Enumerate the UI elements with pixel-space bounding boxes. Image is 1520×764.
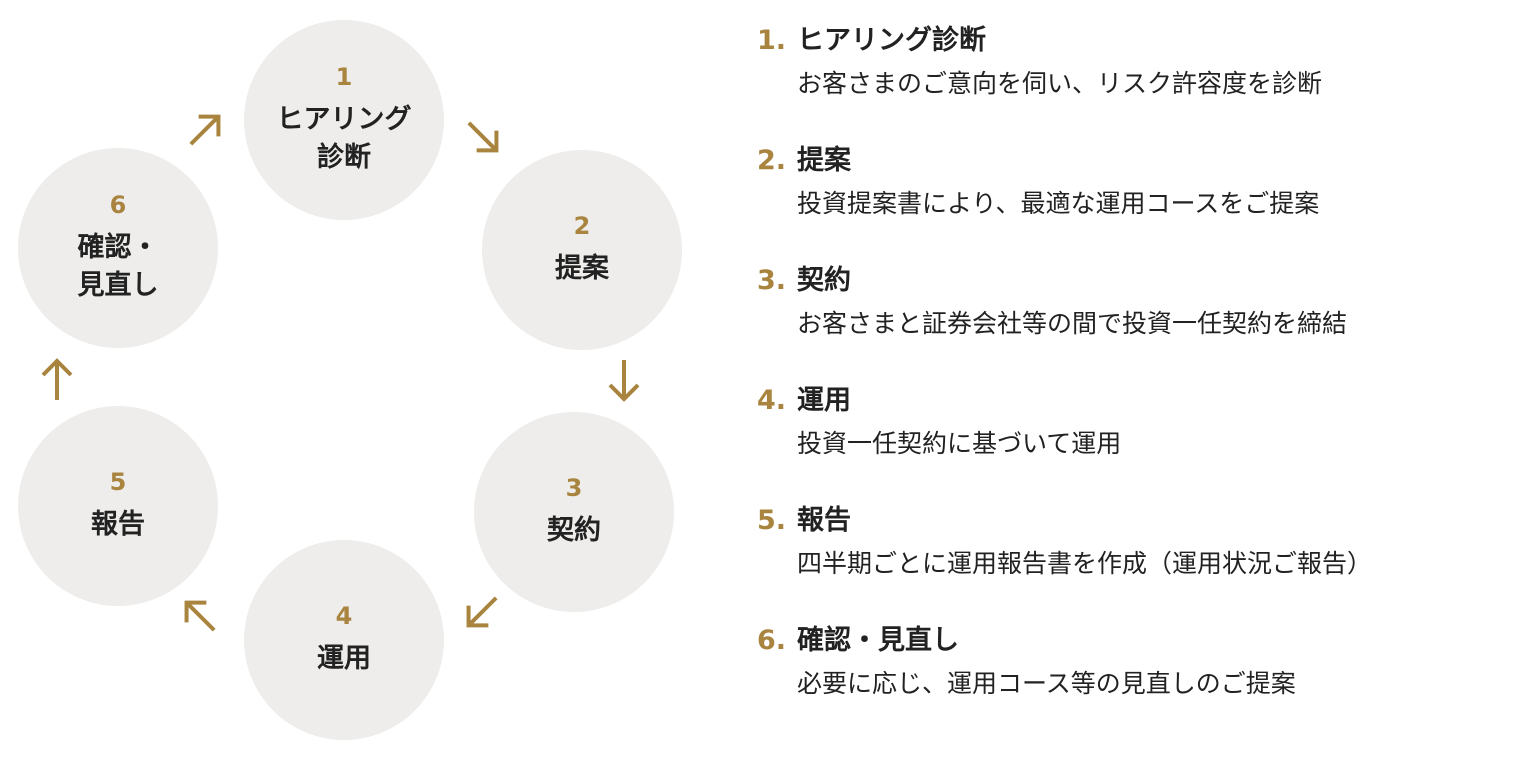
step-description: 投資提案書により、最適な運用コースをご提案 xyxy=(797,189,1320,218)
step-number: 5. xyxy=(757,505,787,536)
cycle-step-2: 2 提案 xyxy=(482,150,682,350)
arrow-down-left-icon xyxy=(466,596,498,628)
step-description: 必要に応じ、運用コース等の見直しのご提案 xyxy=(797,669,1296,698)
step-item: 3. 契約お客さまと証券会社等の間で投資一任契約を締結 xyxy=(757,258,1372,378)
step-number: 4 xyxy=(335,602,353,630)
step-number: 1. xyxy=(757,25,787,56)
step-label: 契約 xyxy=(547,515,601,546)
step-label: 運用 xyxy=(317,643,371,674)
step-number: 3. xyxy=(757,265,787,296)
cycle-step-5: 5 報告 xyxy=(18,406,218,606)
cycle-step-3: 3 契約 xyxy=(474,412,674,612)
step-label: 確認・ 見直し xyxy=(77,232,159,301)
arrow-down-right-icon xyxy=(467,121,499,153)
step-number: 5 xyxy=(109,468,127,496)
step-description: 四半期ごとに運用報告書を作成（運用状況ご報告） xyxy=(797,549,1373,578)
cycle-step-1: 1 ヒアリング 診断 xyxy=(244,20,444,220)
step-item: 4. 運用投資一任契約に基づいて運用 xyxy=(757,378,1372,498)
step-number: 6. xyxy=(757,625,787,656)
arrow-up-left-icon xyxy=(184,600,216,632)
step-title: 契約 xyxy=(797,265,851,296)
step-number: 4. xyxy=(757,385,787,416)
arrow-up-right-icon xyxy=(189,114,221,146)
step-item: 2. 提案投資提案書により、最適な運用コースをご提案 xyxy=(757,138,1372,258)
step-title: 運用 xyxy=(797,385,851,416)
step-item: 5. 報告四半期ごとに運用報告書を作成（運用状況ご報告） xyxy=(757,498,1372,618)
step-number: 3 xyxy=(565,474,583,502)
step-number: 6 xyxy=(109,191,127,219)
step-number: 2 xyxy=(573,212,591,240)
step-title: 確認・見直し xyxy=(797,625,959,656)
arrow-up-icon xyxy=(41,358,73,400)
step-item: 6. 確認・見直し必要に応じ、運用コース等の見直しのご提案 xyxy=(757,618,1372,738)
cycle-step-4: 4 運用 xyxy=(244,540,444,740)
step-list: 1. ヒアリング診断お客さまのご意向を伺い、リスク許容度を診断 2. 提案投資提案書… xyxy=(757,18,1372,738)
step-label: 提案 xyxy=(555,253,609,284)
step-title: ヒアリング診断 xyxy=(797,25,986,56)
step-label: 報告 xyxy=(91,509,145,540)
cycle-step-6: 6 確認・ 見直し xyxy=(18,148,218,348)
step-item: 1. ヒアリング診断お客さまのご意向を伺い、リスク許容度を診断 xyxy=(757,18,1372,138)
step-description: お客さまのご意向を伺い、リスク許容度を診断 xyxy=(797,69,1323,98)
step-number: 2. xyxy=(757,145,787,176)
step-title: 提案 xyxy=(797,145,851,176)
step-description: お客さまと証券会社等の間で投資一任契約を締結 xyxy=(797,309,1348,338)
step-title: 報告 xyxy=(797,505,851,536)
step-description: 投資一任契約に基づいて運用 xyxy=(797,429,1122,458)
arrow-down-icon xyxy=(608,360,640,402)
step-label: ヒアリング 診断 xyxy=(276,104,412,173)
step-number: 1 xyxy=(335,63,353,91)
